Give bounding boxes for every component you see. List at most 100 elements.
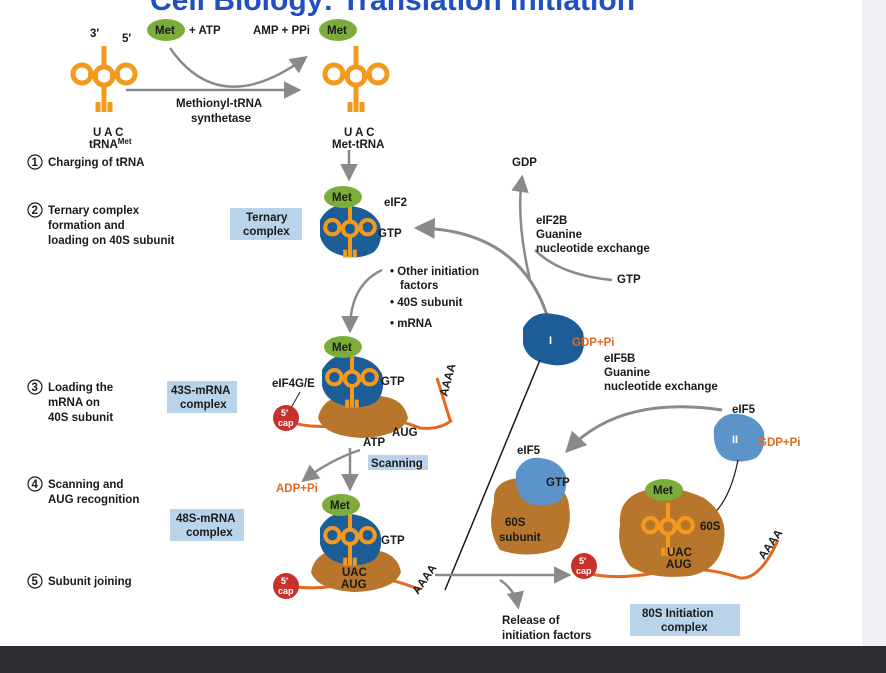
complex-48s-box [170, 509, 244, 541]
svg-text:5′: 5′ [281, 408, 288, 418]
gdp-label: GDP [512, 157, 537, 169]
c43s-box-line1: 43S-mRNA [171, 385, 230, 397]
trna-label: tRNAMet [89, 137, 132, 151]
svg-text:Charging of tRNA: Charging of tRNA [48, 157, 144, 169]
page-title: Cell Biology: Translation Initiation [150, 0, 635, 17]
trna-anticodon: U A C [93, 127, 123, 139]
eif4ge-label: eIF4G/E [272, 378, 315, 390]
other-factors-4: • mRNA [390, 318, 432, 330]
arrow-atp-to-adp [301, 448, 361, 483]
c48s-box-line1: 48S-mRNA [176, 513, 235, 525]
polya-tail-43s-line [435, 377, 452, 421]
svg-text:Subunit joining: Subunit joining [48, 576, 132, 588]
svg-text:formation and: formation and [48, 220, 125, 232]
other-factors-1: • Other initiation [390, 266, 479, 278]
eif5b-label-1: eIF5B [604, 353, 635, 365]
release-label-2: initiation factors [502, 630, 591, 642]
step-2: 2 Ternary complex formation and loading … [27, 202, 175, 247]
step-1: 1 Charging of tRNA [27, 154, 144, 170]
gtp-recycle-label: GTP [617, 274, 641, 286]
eif2b-label-3: nucleotide exchange [536, 243, 650, 255]
trna-5prime: 5′ [122, 33, 131, 45]
charged-trna-anticodon: U A C [344, 127, 374, 139]
svg-text:mRNA on: mRNA on [48, 397, 100, 409]
complex-48s [320, 513, 382, 566]
eif5-on-60s [515, 457, 567, 506]
gtp-43s-label: GTP [381, 376, 405, 388]
svg-text:3: 3 [32, 382, 38, 394]
eif5b-label-3: nucleotide exchange [604, 381, 718, 393]
eif2b-label-1: eIF2B [536, 215, 567, 227]
step-5: 5 Subunit joining [27, 573, 132, 589]
cap-80s: 5′ cap [571, 553, 597, 579]
ternary-complex-box [230, 208, 302, 240]
svg-text:40S subunit: 40S subunit [48, 412, 113, 424]
other-factors-2: factors [400, 280, 438, 292]
svg-text:loading on 40S subunit: loading on 40S subunit [48, 235, 175, 247]
c80s-box-line1: 80S Initiation [642, 608, 714, 620]
c43s-box-line2: complex [180, 399, 227, 411]
amp-ppi-label: AMP + PPi [253, 25, 310, 37]
complex-43s [322, 355, 384, 408]
svg-text:cap: cap [278, 418, 294, 428]
svg-text:Scanning and: Scanning and [48, 479, 123, 491]
other-factors-3: • 40S subunit [390, 297, 463, 309]
aug-48s-label: AUG [341, 579, 367, 591]
uac-48s-label: UAC [342, 567, 367, 579]
polya-48s-label: AAAA [411, 563, 440, 597]
adp-pi-label: ADP+Pi [276, 483, 318, 495]
met-label-4: Met [332, 342, 352, 354]
met-label-3: Met [332, 192, 352, 204]
eif2-recycle-arrow [413, 217, 550, 319]
arrow-ternary-to-43s [341, 268, 383, 334]
release-arrow [499, 578, 525, 610]
step-3: 3 Loading the mRNA on 40S subunit [27, 379, 113, 424]
uac-80s-label: UAC [667, 547, 692, 559]
ternary-box-line2: complex [243, 226, 290, 238]
met-label-5: Met [330, 500, 350, 512]
atp-label: ATP [363, 437, 385, 449]
svg-text:5: 5 [32, 576, 39, 588]
free-trna [73, 46, 135, 112]
polya-43s-label: AAAA [438, 363, 458, 398]
ternary-box-line1: Ternary [246, 212, 288, 224]
eif2b-label-2: Guanine [536, 229, 582, 241]
eif2-label: eIF2 [384, 197, 407, 209]
svg-text:2: 2 [32, 205, 38, 217]
aug-80s-label: AUG [666, 559, 692, 571]
svg-text:Loading the: Loading the [48, 382, 113, 394]
eif4ge-pointer [290, 391, 301, 409]
svg-text:5′: 5′ [579, 556, 586, 566]
c80s-box-line2: complex [661, 622, 708, 634]
gdp-pi-1-label: GDP+Pi [572, 337, 615, 349]
svg-text:cap: cap [576, 566, 592, 576]
eif5-60s-label: eIF5 [517, 445, 541, 457]
scanning-label: Scanning [371, 458, 423, 470]
svg-text:cap: cap [278, 586, 294, 596]
sixty-s-label-1: 60S [505, 517, 526, 529]
complex-43s-box [167, 381, 237, 413]
gtp-uptake-arrow [534, 249, 613, 282]
gtp-48s-label: GTP [381, 535, 405, 547]
met-label-2: Met [327, 25, 347, 37]
scanning-box [368, 455, 428, 470]
svg-text:5′: 5′ [281, 576, 288, 586]
step-4: 4 Scanning and AUG recognition [27, 476, 139, 506]
c48s-box-line2: complex [186, 527, 233, 539]
right-scroll-strip [862, 0, 886, 646]
synthetase-label-2: synthetase [191, 113, 251, 125]
svg-text:Ternary complex: Ternary complex [48, 205, 140, 217]
svg-text:AUG recognition: AUG recognition [48, 494, 139, 506]
svg-text:4: 4 [32, 479, 39, 491]
release-label-1: Release of [502, 615, 560, 627]
met-trna-label: Met-tRNA [332, 139, 384, 151]
eif5-to-80s-line [711, 459, 739, 516]
eif5-free-factor [713, 413, 765, 462]
gdp-release-arrow [511, 174, 532, 281]
eif5-recycle-arrow [565, 405, 723, 454]
factor-release-line [444, 359, 541, 591]
roman-i-label: I [549, 335, 552, 347]
svg-text:1: 1 [32, 157, 39, 169]
ternary-complex [320, 205, 382, 258]
